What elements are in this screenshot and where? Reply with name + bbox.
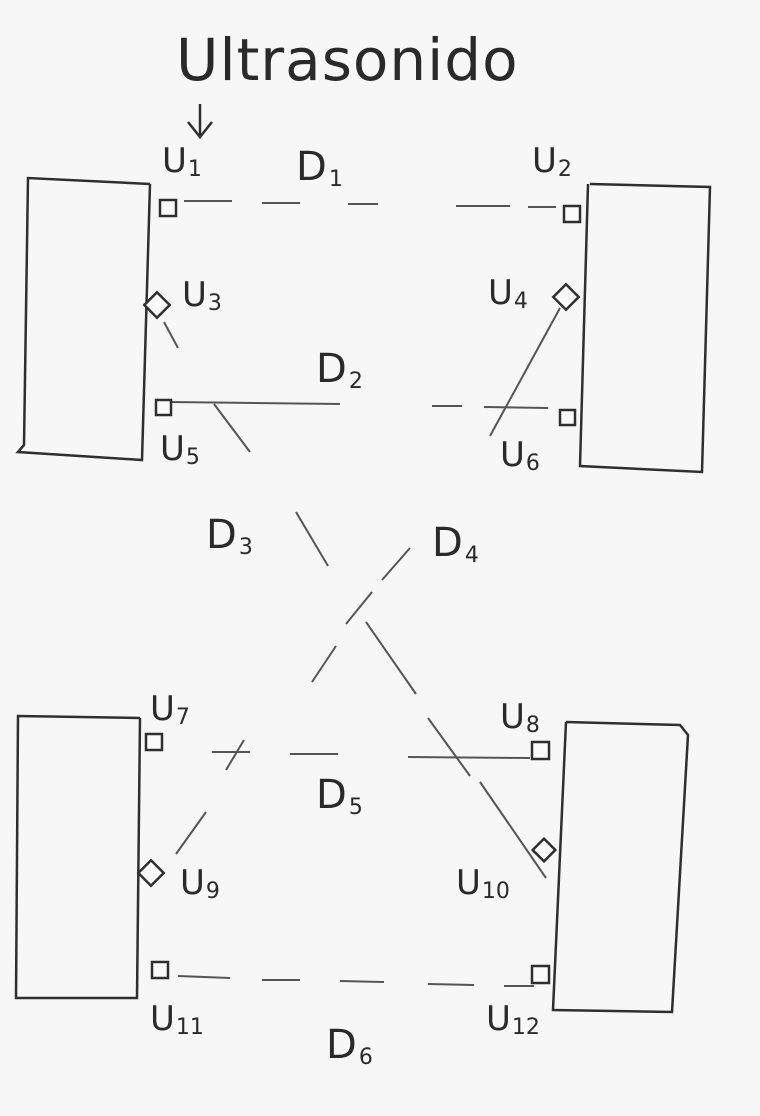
beam-d4-diag [175,547,411,855]
label-u12: U12 [486,999,540,1040]
sensor-u12 [530,964,551,985]
sensors [136,198,582,985]
sensor-u5 [154,398,173,417]
sensor-u11 [150,960,170,980]
label-d2: D2 [316,346,363,394]
sensor-u8 [530,740,551,761]
block-top-right [578,182,712,474]
sensor-u2 [562,204,582,224]
beams [163,200,561,987]
sensor-labels: U1 U2 U3 U4 U5 U6 U7 U8 U9 U10 U11 U12 [150,141,572,1040]
sensor-u10 [530,836,558,864]
label-u10: U10 [456,863,510,904]
label-u6: U6 [500,435,540,476]
block-bottom-left [14,714,142,1000]
label-u9: U9 [180,863,220,904]
label-u11: U11 [150,999,204,1040]
label-d4: D4 [432,520,479,568]
title-arrow [187,104,213,140]
label-d1: D1 [296,144,343,192]
label-u5: U5 [160,429,200,470]
label-u8: U8 [500,697,540,738]
label-d5: D5 [316,772,363,820]
sensor-u9 [136,858,166,888]
beam-d1 [184,200,556,208]
label-u7: U7 [150,689,190,730]
distance-labels: D1 D2 D3 D4 D5 D6 [206,144,479,1070]
beam-d5 [212,739,531,771]
sensor-u7 [144,732,164,752]
beam-d6 [177,975,534,987]
diagram-title: Ultrasonido [176,26,519,94]
beam-u4-diag [489,307,561,437]
label-d3: D3 [206,512,253,560]
sensor-u6 [558,408,577,427]
sensor-u1 [158,198,178,218]
label-u2: U2 [532,141,572,182]
label-u4: U4 [488,273,528,314]
block-top-left [15,176,152,462]
sensor-u4 [551,282,581,312]
label-u1: U1 [162,141,202,182]
beam-d2 [169,401,549,409]
beam-u3 [163,321,179,349]
label-d6: D6 [326,1022,373,1070]
label-u3: U3 [182,275,222,316]
block-bottom-right [551,720,690,1014]
sensor-u3 [142,290,172,320]
beam-d3-diag [213,403,547,879]
